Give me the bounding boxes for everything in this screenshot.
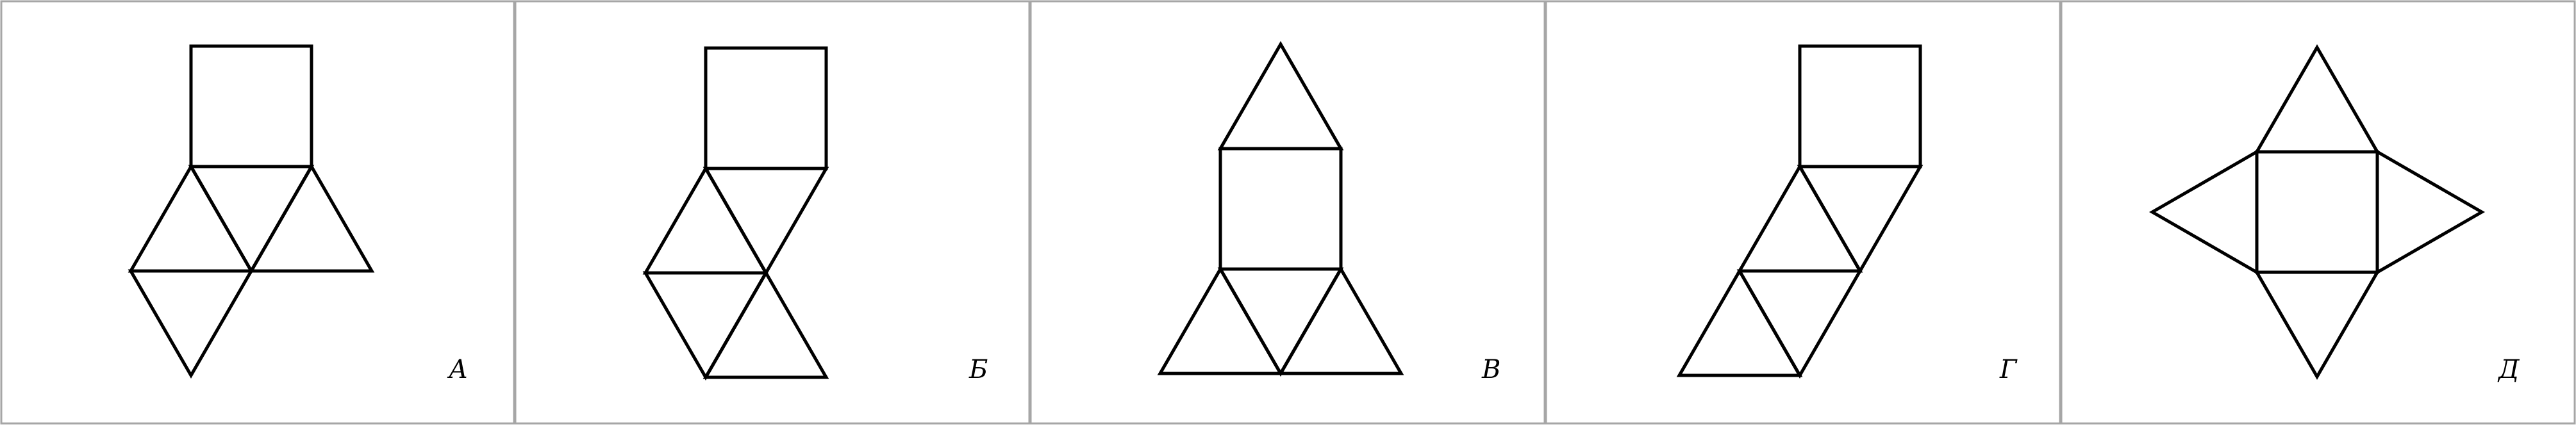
panel-b: Б xyxy=(514,0,1031,425)
panel-d: Д xyxy=(2060,0,2576,425)
panel-d-triangle-bottom xyxy=(2254,270,2381,381)
panel-g-triangle-4 xyxy=(1676,267,1803,377)
panel-b-triangle-4 xyxy=(702,269,829,379)
panel-a-border xyxy=(0,0,515,425)
panel-a-label: А xyxy=(447,355,468,384)
panel-d-label: Д xyxy=(2497,355,2520,384)
panel-v: В xyxy=(1029,0,1546,425)
panel-v-border xyxy=(1029,0,1546,425)
panel-a-triangle-bottom xyxy=(128,269,254,379)
panel-a-triangle-right xyxy=(248,163,375,273)
panel-v-triangle-left xyxy=(1157,265,1284,375)
panel-g: Г xyxy=(1545,0,2061,425)
panel-d-triangle-left xyxy=(2148,149,2259,275)
panel-d-border xyxy=(2060,0,2576,425)
panel-v-triangle-right xyxy=(1277,265,1404,375)
panel-d-triangle-right xyxy=(2375,149,2486,275)
panel-b-label: Б xyxy=(968,355,988,384)
panel-g-label: Г xyxy=(1999,355,2018,384)
panel-b-border xyxy=(514,0,1031,425)
panel-g-border xyxy=(1545,0,2061,425)
panel-v-label: В xyxy=(1481,355,1500,384)
panel-d-triangle-top xyxy=(2254,44,2381,154)
panel-a: А xyxy=(0,0,515,425)
